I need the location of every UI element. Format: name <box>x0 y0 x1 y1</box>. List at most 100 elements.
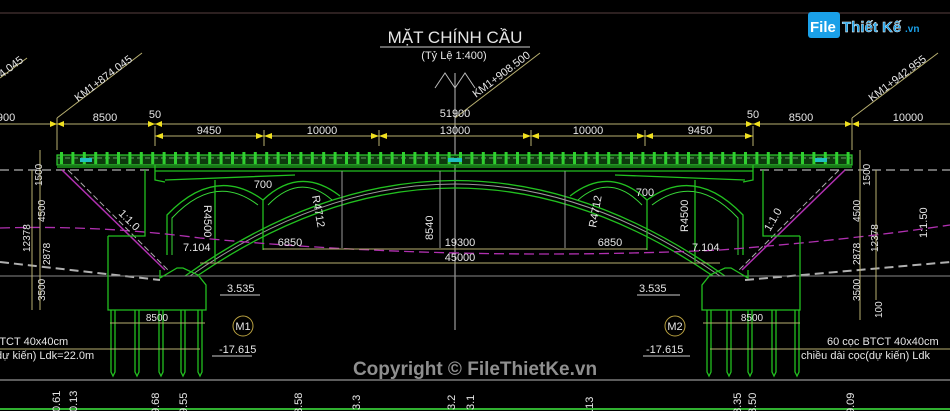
span-label: 6850 <box>598 237 622 249</box>
railing-post <box>835 152 839 164</box>
left-abutment-labels: 1500 4500 12378 2878 3500 7.104 3.535 85… <box>0 150 260 362</box>
svg-text:3.58: 3.58 <box>293 393 305 411</box>
pile <box>197 310 203 378</box>
v-dim-label: 3500 <box>37 278 48 301</box>
railing-post <box>390 152 394 164</box>
copyright-watermark: Copyright © FileThietKe.vn <box>353 359 597 380</box>
slope-left <box>61 169 166 271</box>
natural-ground-line <box>0 224 950 255</box>
slope-label: 1:1.0 <box>762 206 785 233</box>
dimension-row-2: 9450 10000 13000 10000 9450 <box>154 125 754 146</box>
railing-post <box>139 152 143 164</box>
railing-post <box>744 152 747 164</box>
drawing-scale: (Tỷ Lệ 1:400) <box>421 50 486 62</box>
railing-post <box>71 152 75 164</box>
pile-tip-level: -17.615 <box>646 344 683 356</box>
railing-post <box>687 152 690 164</box>
railing-post <box>345 152 348 164</box>
railing-post <box>424 152 428 164</box>
seat-level: 7.104 <box>183 242 211 254</box>
railing-post <box>573 152 576 164</box>
dim-label: 10000 <box>573 125 604 137</box>
cap-level: 3.535 <box>227 283 255 295</box>
pier-label: M1 <box>235 321 250 333</box>
svg-text:3.1: 3.1 <box>465 395 477 410</box>
cap-width: 8500 <box>741 313 764 324</box>
railing-post <box>356 152 360 164</box>
railing-post <box>493 152 497 164</box>
svg-text:3.50: 3.50 <box>747 393 759 411</box>
centerline-marker <box>434 72 476 330</box>
v-dim-label: 4500 <box>37 199 48 222</box>
railing-post <box>288 152 291 164</box>
cap-width: 8500 <box>146 313 169 324</box>
railing-post <box>265 152 269 164</box>
v-dim-label: 1500 <box>862 163 873 186</box>
dim-label: 50 <box>747 109 759 121</box>
svg-text:3.3: 3.3 <box>351 395 363 410</box>
center-span-label: 19300 <box>445 237 476 249</box>
pile <box>771 310 777 378</box>
railing-post <box>470 152 474 164</box>
dim-label: 8500 <box>789 112 813 124</box>
railing-post <box>675 152 679 164</box>
railing-post <box>652 152 656 164</box>
abutment-right <box>701 170 801 311</box>
station-leaders <box>0 52 939 150</box>
deck-structure <box>57 165 852 183</box>
arch-structure <box>166 171 744 277</box>
railing-post <box>607 152 611 164</box>
railing-post <box>721 152 725 164</box>
pile-note-2: dự kiến) Ldk=22.0m <box>0 350 94 362</box>
railing-post <box>527 152 531 164</box>
dim-label: 10000 <box>893 112 924 124</box>
railing-post <box>379 152 383 164</box>
railing-post <box>664 152 668 164</box>
railing-post <box>618 152 622 164</box>
railing-post <box>162 152 166 164</box>
railing-post <box>185 152 189 164</box>
slope-right <box>741 169 846 271</box>
railing-post <box>538 152 542 164</box>
railing-post <box>242 152 246 164</box>
dim-label: 51900 <box>440 108 471 120</box>
v-dim-label: 12378 <box>22 224 33 252</box>
right-abutment-labels: 1500 4500 12378 2878 3500 100 7.104 3.53… <box>637 150 950 362</box>
dim-label: 900 <box>0 112 15 124</box>
slope-label: 1:1.50 <box>918 207 930 238</box>
dim-label: 50 <box>149 109 161 121</box>
railing-post <box>516 152 519 164</box>
svg-text:3.35: 3.35 <box>732 393 744 411</box>
svg-text:3.13: 3.13 <box>584 397 596 411</box>
railing-post <box>333 152 337 164</box>
station-label: KM1+874.045 <box>73 53 135 104</box>
railing-post <box>105 152 109 164</box>
railing-post <box>504 152 508 164</box>
railing-post <box>299 152 303 164</box>
railing-post <box>561 152 565 164</box>
railing-post <box>801 152 804 164</box>
railing-post <box>641 152 645 164</box>
railing-post <box>174 152 177 164</box>
railing-post <box>481 152 485 164</box>
railing-post <box>322 152 326 164</box>
pile <box>747 310 753 378</box>
rise-label: 8540 <box>424 216 436 240</box>
radius-label: R4500 <box>201 205 213 237</box>
dimension-row-1: 900 8500 50 51900 50 8500 10000 <box>0 108 950 127</box>
total-span-label: 45000 <box>445 252 476 264</box>
railing-post <box>755 152 759 164</box>
radius-label: R4712 <box>309 194 326 228</box>
v-dim-label: 2878 <box>42 242 53 265</box>
cap-level: 3.535 <box>639 283 667 295</box>
railing-post <box>630 152 633 164</box>
railing-post <box>402 152 405 164</box>
radius-label: R4500 <box>679 200 691 232</box>
radius-label: R4712 <box>587 195 604 229</box>
span-label: 6850 <box>278 237 302 249</box>
dim-label: 8500 <box>93 112 117 124</box>
pile <box>134 310 140 378</box>
arch-gap-label: 700 <box>636 187 654 199</box>
railing-post <box>367 152 371 164</box>
